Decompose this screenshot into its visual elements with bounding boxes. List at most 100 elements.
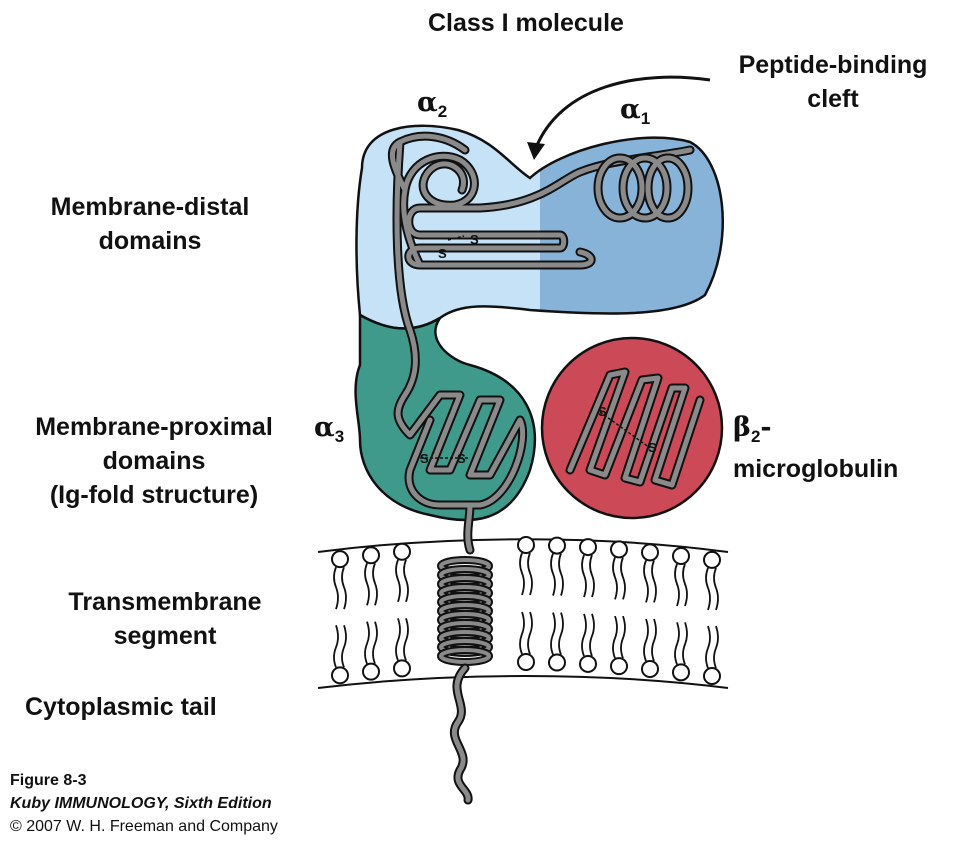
lipid-head-inner (517, 653, 535, 672)
cytoplasmic-tail-label: Cytoplasmic tail (25, 693, 217, 721)
alpha-chain (387, 131, 695, 555)
lipid-tail-inner (682, 622, 688, 665)
lipid-head-outer (393, 542, 411, 561)
copyright: © 2007 W. H. Freeman and Company (10, 818, 278, 835)
lipid-tail-inner (581, 613, 587, 657)
lipid-tail-inner (519, 611, 525, 655)
lipid-tail-inner (713, 625, 719, 669)
membrane-distal-label: Membrane-distal domains (20, 190, 280, 258)
lipid-tail-outer (558, 553, 564, 596)
lipid-head-inner (393, 659, 411, 678)
lipid-tail-inner (558, 612, 564, 655)
disulfide-s-beta2m-b: S (648, 440, 657, 455)
beta2m-label: β2- microglobulin (733, 413, 898, 486)
alpha2-symbol: α (417, 87, 438, 118)
lipid-tail-inner (550, 612, 556, 655)
cleft-label-line2: cleft (807, 85, 859, 113)
membrane-distal-line2: domains (98, 227, 202, 255)
lipid-tail-outer (643, 560, 649, 603)
helix-turn (439, 648, 491, 664)
lipid-head-inner (331, 666, 349, 685)
cytoplasmic-tail (449, 663, 473, 805)
disulfide-s-alpha2-a: S (438, 246, 447, 261)
lipid-tail-inner (372, 621, 378, 665)
lipid-tail-inner (333, 625, 339, 668)
lipid-head-inner (579, 654, 597, 673)
lipid-tail-outer (620, 557, 626, 600)
transmembrane-helix (437, 556, 493, 666)
lipid-head-outer (610, 540, 628, 559)
lipid-tail-outer (364, 562, 370, 606)
figure-number: Figure 8-3 (10, 772, 87, 789)
lipid-head-inner (610, 657, 628, 676)
lipid-head-inner (672, 663, 690, 682)
beta2-label: β2- (733, 413, 898, 452)
lipid-tail-outer (341, 566, 347, 610)
lipid-tail-inner (705, 625, 711, 669)
membrane-proximal-line2: domains (102, 447, 206, 475)
lipid-head-outer (672, 547, 690, 566)
transmembrane-line1: Transmembrane (68, 588, 262, 616)
alpha1-subscript: 1 (640, 109, 651, 128)
disulfide-bonds: S S S S S S (420, 232, 657, 466)
lipid-tail-inner (620, 615, 626, 659)
lipid-bilayer (317, 536, 729, 689)
diagram-title: Class I molecule (428, 9, 624, 37)
alpha1-label: α1 (620, 95, 650, 134)
membrane-proximal-line3: (Ig-fold structure) (49, 481, 259, 509)
beta2-subscript: 2 (750, 427, 761, 446)
lipid-head-inner (362, 662, 380, 681)
lipid-head-inner (703, 667, 721, 686)
alpha1-symbol: α (620, 94, 641, 125)
cleft-arrow (527, 75, 711, 160)
lipid-tail-outer (333, 566, 339, 610)
lipid-tail-outer (527, 552, 533, 596)
beta2m-label-line2: microglobulin (733, 455, 899, 483)
alpha3-subscript: 3 (334, 427, 345, 446)
disulfide-s-beta2m-a: S (598, 404, 607, 419)
lipid-tail-inner (612, 615, 618, 659)
cleft-label-line1: Peptide-binding (738, 51, 928, 79)
alpha1-helix (593, 153, 693, 223)
lipid-tail-outer (612, 557, 618, 600)
lipid-tail-outer (519, 552, 525, 596)
disulfide-s-alpha3-a: S (420, 451, 429, 466)
lipid-tail-inner (651, 618, 657, 662)
alpha3-label: α3 (314, 413, 344, 452)
alpha3-symbol: α (314, 412, 335, 443)
lipid-tail-outer (705, 567, 711, 611)
cleft-label: Peptide-binding cleft (718, 48, 948, 116)
lipid-head-outer (579, 538, 597, 557)
lipid-tail-outer (651, 560, 657, 603)
lipid-tail-outer (372, 562, 378, 606)
lipid-tail-outer (403, 559, 409, 603)
lipid-tail-outer (674, 563, 680, 607)
transmembrane-line2: segment (113, 622, 217, 650)
beta2-suffix: - (760, 412, 772, 443)
lipid-tail-inner (364, 621, 370, 665)
lipid-head-outer (548, 536, 566, 555)
alpha1-domain-fill (540, 125, 723, 329)
lipid-tail-outer (581, 554, 587, 598)
lipid-head-outer (703, 550, 721, 569)
membrane-proximal-label: Membrane-proximal domains (Ig-fold struc… (8, 410, 300, 512)
transmembrane-label: Transmembrane segment (20, 585, 310, 653)
lipid-head-outer (331, 550, 349, 569)
beta2m-chain (565, 367, 705, 490)
lipid-tail-inner (643, 618, 649, 662)
lipid-tail-outer (682, 563, 688, 607)
lipid-tail-outer (589, 554, 595, 598)
membrane-inner-edge (317, 675, 729, 689)
lipid-head-inner (641, 659, 659, 678)
lipid-tail-inner (527, 611, 533, 655)
lipid-tail-outer (550, 553, 556, 596)
lipid-tail-inner (674, 622, 680, 665)
lipid-molecules (331, 536, 721, 686)
alpha2-label: α2 (417, 88, 447, 127)
lipid-tail-outer (395, 559, 401, 603)
lipid-head-outer (362, 546, 380, 565)
lipid-head-inner (548, 653, 566, 672)
membrane-proximal-line1: Membrane-proximal (35, 413, 273, 441)
alpha-chain-core (389, 133, 693, 553)
